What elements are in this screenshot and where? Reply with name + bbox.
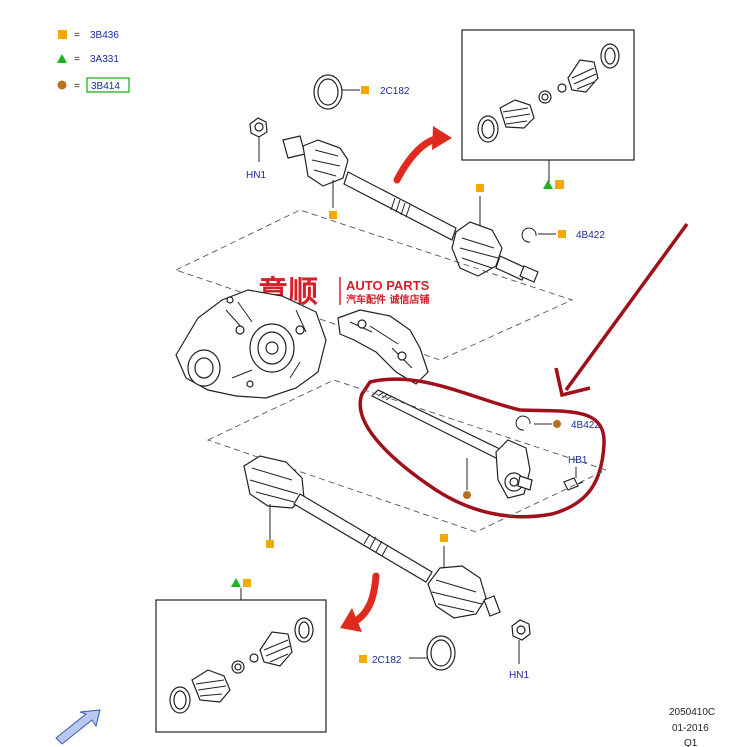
legend-code-3: 3B414 (91, 81, 120, 92)
legend-eq-3: = (74, 81, 80, 92)
inset-bottom-triangle-icon (231, 578, 241, 587)
footer: 2050410C 01-2016 Q1 (669, 707, 715, 747)
top-clip-label: 4B422 (576, 230, 605, 241)
bottom-nut-label: HN1 (509, 670, 529, 681)
footer-date: 01-2016 (672, 723, 709, 734)
red-arrow-bottom-icon (340, 572, 380, 632)
legend: = 3B436 = 3A331 = 3B414 (57, 30, 130, 93)
top-boot-kit-inset (461, 29, 635, 189)
mid-bolt-label: HB1 (568, 455, 588, 466)
highlight-outline (358, 377, 606, 519)
top-seal-label: 2C182 (380, 86, 410, 97)
legend-triangle-icon (57, 54, 67, 63)
bottom-seal-label: 2C182 (372, 655, 402, 666)
mid-clip-circle-icon (553, 420, 561, 428)
inset-top-triangle-icon (543, 180, 553, 189)
top-clip-square-icon (558, 230, 566, 238)
legend-code-2: 3A331 (90, 54, 119, 65)
bottom-dashed-plane (206, 379, 608, 533)
inset-bottom-square-icon (243, 579, 251, 587)
red-pointer-arrow-icon (554, 222, 689, 398)
inset-top-square-icon (555, 180, 564, 189)
bottom-driveshaft: HN1 2C182 (243, 455, 531, 681)
legend-code-1: 3B436 (90, 30, 119, 41)
legend-eq-2: = (74, 54, 80, 65)
bottom-boot-square-icon (266, 540, 274, 548)
top-shaft-square-icon (476, 184, 484, 192)
mid-clip-label: 4B422 (571, 420, 600, 431)
intermediate-shaft: 4B422 HB1 (370, 389, 600, 499)
bottom-boot-kit-inset (155, 578, 327, 733)
navigation-arrow-icon (55, 709, 101, 745)
footer-code: 2050410C (669, 707, 715, 718)
top-seal-square-icon (361, 86, 369, 94)
mid-shaft-circle-icon (463, 491, 471, 499)
legend-eq-1: = (74, 30, 80, 41)
watermark-slogan: 汽车配件 诚信店铺 (346, 293, 429, 306)
legend-square-icon (58, 30, 67, 39)
top-nut-label: HN1 (246, 170, 266, 181)
legend-circle-icon (57, 80, 67, 90)
bottom-seal-square-icon (359, 655, 367, 663)
bottom-shaft-square-icon (440, 534, 448, 542)
legend-code-box (86, 77, 130, 93)
footer-rev: Q1 (684, 738, 698, 747)
transmission-housing (175, 289, 429, 399)
red-arrow-top-icon (393, 126, 452, 184)
top-cv-square-icon (329, 211, 337, 219)
watermark-brand-en: AUTO PARTS (346, 278, 430, 293)
top-driveshaft: HN1 2C182 4B422 (246, 74, 605, 283)
